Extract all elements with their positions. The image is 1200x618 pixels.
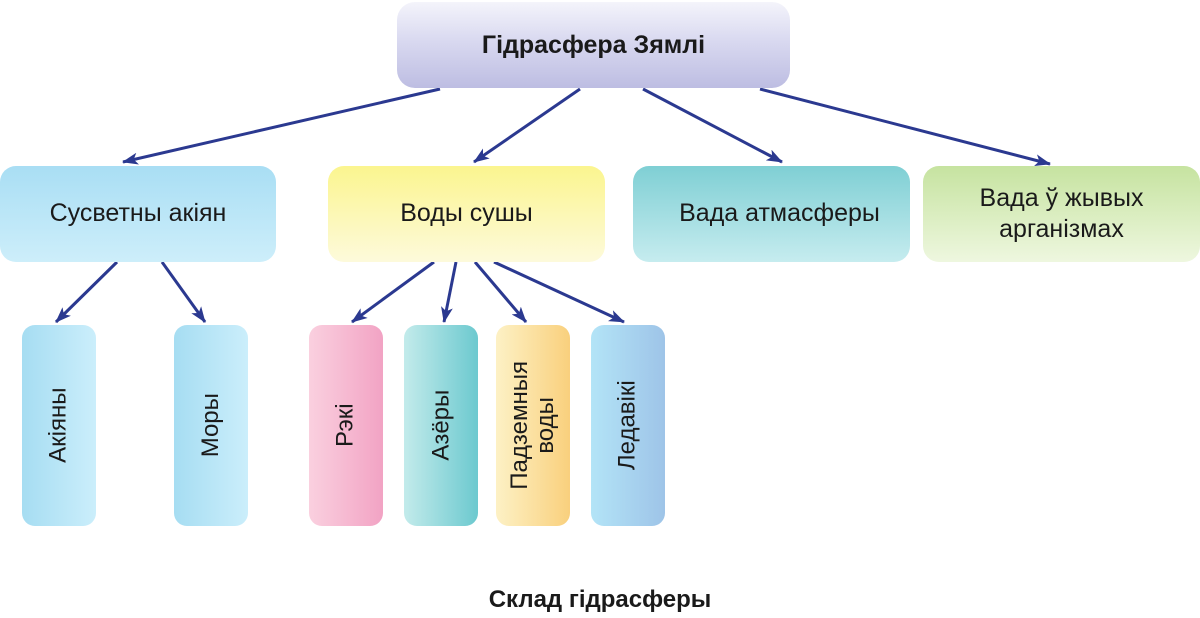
arrow-land-to-glaciers: [493, 260, 625, 324]
arrow-ocean-to-seas: [160, 261, 207, 323]
organism-water-label: Вада ў жывых арганізмах: [980, 183, 1144, 246]
node-glaciers: Ледавікі: [591, 325, 665, 526]
arrow-root-to-organisms: [759, 87, 1051, 167]
root-node: Гідрасфера Зямлі: [397, 2, 790, 88]
groundwater-label: Падземныя воды: [505, 361, 560, 490]
node-world-ocean: Сусветны акіян: [0, 166, 276, 262]
groundwater-label-line1: Падземныя: [505, 361, 533, 490]
groundwater-label-line2: воды: [532, 397, 559, 454]
arrow-ocean-to-oceans: [54, 260, 119, 324]
figure-caption: Склад гідрасферы: [488, 586, 712, 613]
seas-label: Моры: [196, 393, 224, 458]
arrow-land-to-rivers: [351, 260, 435, 324]
oceans-label: Акіяны: [44, 387, 72, 464]
land-waters-label: Воды сушы: [400, 199, 533, 228]
node-organism-water: Вада ў жывых арганізмах: [923, 166, 1200, 262]
arrow-root-to-atmosphere: [642, 87, 783, 164]
node-rivers: Рэкі: [309, 325, 383, 526]
node-groundwater: Падземныя воды: [496, 325, 570, 526]
node-lakes: Азёры: [404, 325, 478, 526]
world-ocean-label: Сусветны акіян: [49, 199, 227, 228]
node-land-waters: Воды сушы: [328, 166, 605, 262]
organism-water-label-line1: Вада ў жывых: [979, 183, 1144, 212]
arrow-land-to-groundwater: [473, 261, 528, 323]
atmosphere-water-label: Вада атмасферы: [679, 199, 880, 228]
organism-water-label-line2: арганізмах: [999, 215, 1124, 243]
node-seas: Моры: [174, 325, 248, 526]
root-label: Гідрасфера Зямлі: [481, 30, 706, 59]
node-oceans: Акіяны: [22, 325, 96, 526]
arrow-root-to-land: [473, 87, 581, 164]
glaciers-label: Ледавікі: [613, 380, 641, 471]
lakes-label: Азёры: [426, 390, 454, 461]
rivers-label: Рэкі: [331, 403, 359, 448]
arrow-land-to-lakes: [441, 261, 458, 323]
node-atmosphere-water: Вада атмасферы: [633, 166, 910, 262]
arrow-root-to-ocean: [122, 87, 441, 165]
